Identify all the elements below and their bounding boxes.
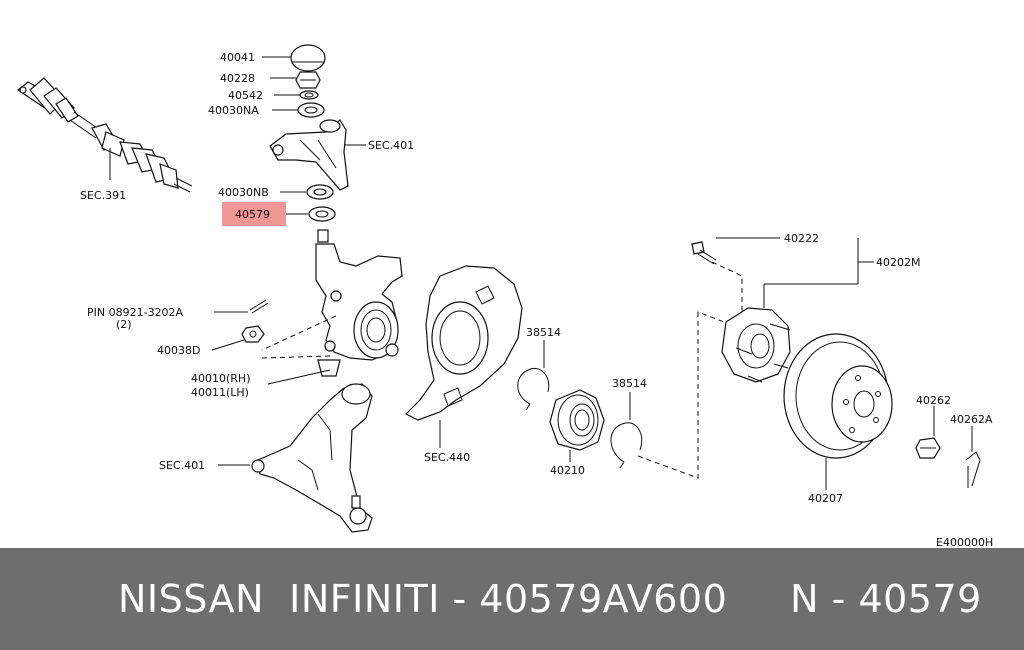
nut-40262 [915,437,941,459]
label-sec-401-top: SEC.401 [368,139,414,152]
steering-knuckle [315,229,403,377]
nut-40038d [241,325,265,343]
label-40030na: 40030NA [208,104,259,117]
label-40041: 40041 [220,51,255,64]
snap-ring-38514-left [517,368,550,411]
label-40579: 40579 [235,208,270,221]
label-sec-440: SEC.440 [424,451,470,464]
label-40542: 40542 [228,89,263,102]
snap-ring-38514-right [610,422,643,469]
label-40207: 40207 [808,492,843,505]
exploded-parts-diagram: SEC.391 40041 40228 40542 40030NA [16,44,993,548]
label-sec-391: SEC.391 [80,189,126,202]
label-40210: 40210 [550,464,585,477]
hub-bolt-40222 [691,241,717,265]
splash-shield [404,265,523,421]
dust-cap-40041 [290,44,326,72]
label-40011: 40011(LH) [191,386,249,399]
label-40202m: 40202M [876,256,920,269]
wheel-hub-40202m [721,307,791,383]
washer-40579 [308,206,336,222]
highlight-box-40579 [222,202,286,226]
bearing-40030na [297,102,325,118]
washer-40542 [299,90,319,100]
diagram-reference-code: E400000H [936,536,993,548]
label-38514-left: 38514 [526,326,561,339]
label-sec-401-bottom: SEC.401 [159,459,205,472]
cotter-pin [249,299,269,314]
label-40038d: 40038D [157,344,200,357]
upper-link-bracket [269,119,349,191]
label-40228: 40228 [220,72,255,85]
label-pin-part: PIN 08921-3202A [87,306,184,319]
brake-disc-40207 [783,333,893,459]
label-40010: 40010(RH) [191,372,251,385]
caption-band: NISSAN INFINITI - 40579AV600 N - 40579 [0,548,1024,650]
nut-40228 [295,71,321,89]
label-pin-qty: (2) [116,318,132,331]
caption-text: NISSAN INFINITI - 40579AV600 N - 40579 [118,577,982,621]
label-40262: 40262 [916,394,951,407]
label-40262a: 40262A [950,413,993,426]
lower-control-arm [251,383,373,533]
label-38514-right: 38514 [612,377,647,390]
bearing-40030nb [306,184,334,200]
label-40030nb: 40030NB [218,186,269,199]
wheel-bearing-40210 [549,389,605,451]
label-40222: 40222 [784,232,819,245]
cotter-pin-40262a [965,451,981,488]
drive-shaft [16,77,193,193]
